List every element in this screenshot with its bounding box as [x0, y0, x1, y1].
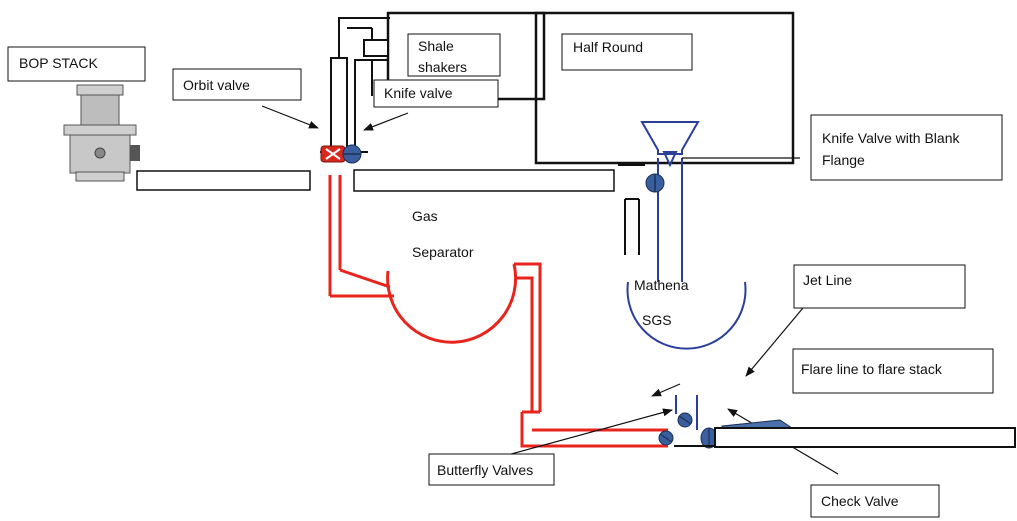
butterfly-valve-icon-lower: [658, 430, 674, 446]
jet-line-label: Jet Line: [793, 264, 966, 309]
gas-separator-label: Gas Separator: [412, 208, 474, 260]
mathena-sgs-label: Mathena SGS: [634, 277, 689, 328]
svg-text:Flare line to flare stack: Flare line to flare stack: [801, 361, 943, 377]
blank-flange-valve-icon: [645, 173, 665, 193]
mathena-inlet-pipe: [624, 198, 640, 255]
svg-text:Gas: Gas: [412, 208, 438, 224]
butterfly-valves-label: Butterfly Valves: [428, 453, 555, 486]
pipe-segment-middle: [353, 169, 615, 192]
svg-text:Flange: Flange: [822, 152, 865, 168]
svg-text:Half Round: Half Round: [573, 39, 643, 55]
bop-stack: [63, 84, 140, 182]
flare-line-pipe: [714, 427, 1016, 448]
orbit-valve-icon: [320, 145, 346, 163]
orbit-valve-label: Orbit valve: [172, 68, 302, 101]
bop-stack-label: BOP STACK: [7, 46, 146, 82]
gas-separator-piping: [328, 175, 668, 448]
svg-text:Shale: Shale: [418, 38, 454, 54]
svg-text:Separator: Separator: [412, 244, 474, 260]
svg-text:Knife Valve with Blank: Knife Valve with Blank: [822, 130, 960, 146]
svg-text:shakers: shakers: [418, 59, 467, 75]
check-valve-label: Check Valve: [810, 484, 940, 518]
half-round-tank: [534, 11, 795, 165]
svg-text:Check Valve: Check Valve: [821, 493, 899, 509]
knife-valve-label: Knife valve: [373, 79, 499, 108]
svg-text:Orbit valve: Orbit valve: [183, 77, 250, 93]
svg-text:SGS: SGS: [642, 312, 672, 328]
shale-shakers-label: Shale shakers: [407, 33, 501, 77]
pipe-segment-left: [136, 170, 311, 191]
half-round-label: Half Round: [561, 33, 693, 71]
knife-valve-icon: [342, 144, 362, 164]
svg-text:Mathena: Mathena: [634, 277, 689, 293]
knife-valve-blank-flange-label: Knife Valve with Blank Flange: [810, 114, 1003, 181]
svg-text:Knife valve: Knife valve: [384, 85, 453, 101]
mathena-sgs: [626, 121, 747, 430]
svg-text:BOP STACK: BOP STACK: [19, 55, 99, 71]
flare-line-label: Flare line to flare stack: [792, 348, 994, 394]
butterfly-valve-icon-upper: [677, 412, 693, 428]
svg-text:Jet Line: Jet Line: [803, 272, 852, 288]
svg-text:Butterfly Valves: Butterfly Valves: [437, 462, 533, 478]
